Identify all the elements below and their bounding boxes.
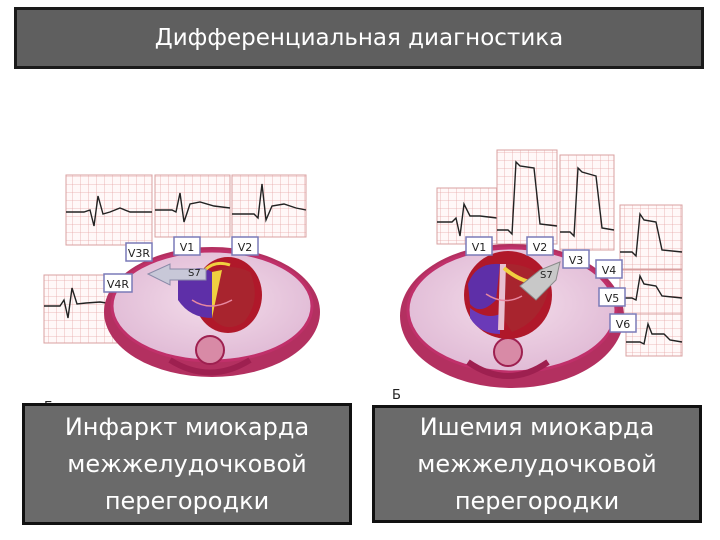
title-bar: Дифференциальная диагностика — [14, 7, 704, 69]
right-lead-labels: V1 V2 V3 V4 V5 V6 S7 — [465, 236, 637, 333]
right-heart — [464, 251, 552, 339]
lead-label-v3r: V3R — [128, 247, 151, 260]
left-chest-section — [104, 247, 320, 377]
lead-label-v4-right: V4 — [602, 264, 617, 277]
caption-infarct: Инфаркт миокарда межжелудочковой перегор… — [22, 403, 352, 525]
left-lead-labels: V3R V1 V2 V4R S7 — [103, 236, 259, 293]
left-ecg-strips — [43, 174, 307, 344]
lead-label-v2-right: V2 — [533, 241, 548, 254]
page-title: Дифференциальная диагностика — [154, 25, 564, 51]
left-marker-s7: S7 — [188, 268, 201, 279]
caption-infarct-text: Инфаркт миокарда межжелудочковой перегор… — [64, 412, 310, 515]
lead-label-v5-right: V5 — [605, 292, 620, 305]
lead-label-v4r: V4R — [107, 278, 130, 291]
caption-ischemia-text: Ишемия миокарда межжелудочковой перегоро… — [417, 412, 657, 515]
caption-ischemia: Ишемия миокарда межжелудочковой перегоро… — [372, 405, 702, 523]
right-marker-s7: S7 — [540, 270, 553, 281]
right-panel-letter: Б — [392, 388, 401, 403]
left-heart — [178, 257, 262, 333]
right-ecg-strips — [436, 149, 683, 357]
lead-label-v6-right: V6 — [616, 318, 631, 331]
lead-label-v1-right: V1 — [472, 241, 487, 254]
lead-label-v1: V1 — [180, 241, 195, 254]
lead-label-v2: V2 — [238, 241, 253, 254]
lead-label-v3-right: V3 — [569, 254, 584, 267]
right-chest-section — [400, 244, 624, 388]
